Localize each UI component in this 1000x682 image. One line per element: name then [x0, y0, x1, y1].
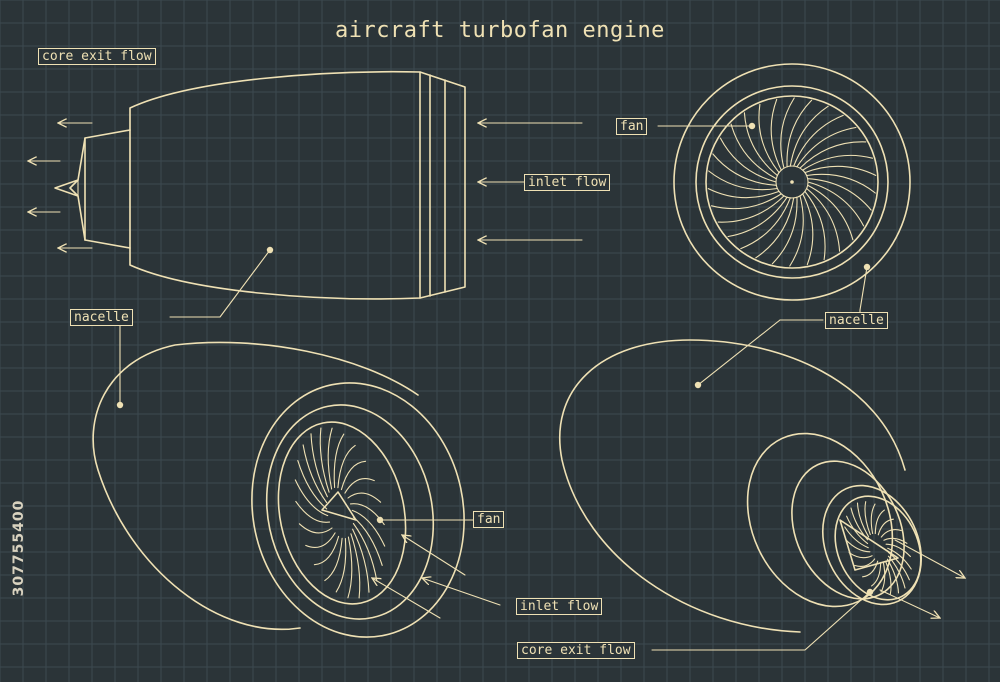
fan-blade	[352, 522, 378, 582]
fan-blade	[708, 170, 778, 191]
fan-blade	[807, 181, 865, 227]
front-view-engine	[673, 63, 911, 301]
fan-blade	[313, 535, 340, 566]
side-view-engine	[54, 70, 466, 300]
fan-blade	[806, 187, 841, 252]
fan-blade	[807, 178, 872, 211]
diagram-title: aircraft turbofan engine	[335, 18, 665, 43]
fan-blade	[780, 97, 795, 169]
label-front-fan: fan	[616, 118, 648, 135]
fan-blade	[804, 190, 826, 261]
fan-blade	[883, 537, 908, 544]
fan-blade	[802, 154, 874, 171]
fan-blade	[344, 477, 375, 494]
fan-blade	[844, 526, 869, 549]
label-side-core-exit-flow: core exit flow	[38, 48, 156, 65]
fan-blade	[864, 501, 871, 536]
iso-rear-blades	[844, 501, 912, 595]
fan-blade	[848, 552, 873, 559]
fan-blade	[846, 515, 869, 545]
fan-blade	[755, 197, 795, 259]
fan-blade	[799, 141, 867, 169]
fan-blade	[880, 561, 886, 593]
iso-fan-blades	[294, 427, 386, 599]
fan-blade	[856, 502, 870, 538]
fan-blade	[333, 433, 345, 489]
fan-blade	[770, 98, 782, 171]
fan-blade	[324, 537, 343, 582]
iso-front-engine	[92, 341, 465, 638]
fan-blade	[347, 492, 382, 503]
side-view-flow-arrows	[28, 123, 583, 248]
fan-blade	[319, 427, 330, 493]
fan-blade	[310, 433, 328, 498]
fan-blade	[294, 479, 329, 517]
fan-blade	[707, 188, 780, 199]
fan-blade	[870, 503, 876, 535]
fan-blade	[804, 165, 877, 176]
fan-blade	[727, 196, 788, 238]
fan-blade	[802, 193, 814, 266]
iso-front-leaders	[372, 516, 501, 619]
label-front-nacelle: nacelle	[825, 312, 888, 329]
fan-blade	[871, 561, 882, 587]
fan-blade	[874, 509, 885, 535]
fan-blade	[845, 538, 871, 553]
front-view-leaders	[657, 122, 881, 389]
fan-blade	[789, 195, 804, 267]
fan-blade	[887, 555, 906, 589]
fan-blade	[740, 197, 791, 250]
fan-blade	[305, 532, 336, 549]
fan-blade	[885, 560, 892, 595]
fan-blade	[758, 103, 780, 174]
fan-blade	[807, 184, 854, 241]
stock-id-watermark: 307755400	[9, 440, 29, 670]
fan-blade	[347, 536, 353, 599]
fan-blade	[793, 114, 844, 167]
fan-blade	[350, 533, 361, 599]
fan-blade	[719, 137, 777, 183]
iso-rear-leaders	[651, 539, 965, 651]
fan-blade	[351, 509, 386, 547]
fan-blade	[743, 112, 778, 177]
fan-blade	[854, 558, 876, 567]
side-nacelle-leader	[119, 246, 274, 406]
fan-blade	[730, 123, 777, 180]
fan-blade	[880, 529, 902, 538]
label-iso-core-exit-flow: core exit flow	[517, 642, 635, 659]
fan-blade	[352, 528, 370, 593]
fan-blade	[298, 523, 333, 534]
label-side-inlet-flow: inlet flow	[524, 174, 611, 191]
fan-blade	[302, 444, 328, 504]
fan-blade	[887, 547, 912, 570]
fan-blade	[717, 195, 785, 223]
fan-blade	[771, 196, 798, 265]
fan-blade	[337, 444, 356, 489]
fan-blade	[786, 99, 813, 168]
fan-blade	[885, 543, 911, 558]
fan-blade	[886, 558, 900, 594]
label-iso-fan: fan	[473, 511, 505, 528]
fan-blade	[887, 551, 910, 581]
fan-blade	[789, 105, 829, 167]
fan-blade	[806, 173, 876, 194]
stock-id-text: 307755400	[11, 499, 27, 597]
fan-blade	[796, 126, 857, 168]
fan-blade	[712, 153, 777, 186]
fan-blade	[297, 460, 328, 510]
label-iso-inlet-flow: inlet flow	[516, 598, 603, 615]
label-side-nacelle: nacelle	[70, 309, 133, 326]
fan-blade	[295, 500, 331, 523]
fan-blade	[335, 537, 347, 593]
fan-blade	[877, 518, 894, 536]
fan-blade	[340, 460, 367, 491]
front-fan-blades	[707, 97, 877, 267]
iso-rear-engine	[558, 339, 923, 633]
fan-blade	[710, 193, 782, 210]
fan-blade	[327, 427, 333, 490]
